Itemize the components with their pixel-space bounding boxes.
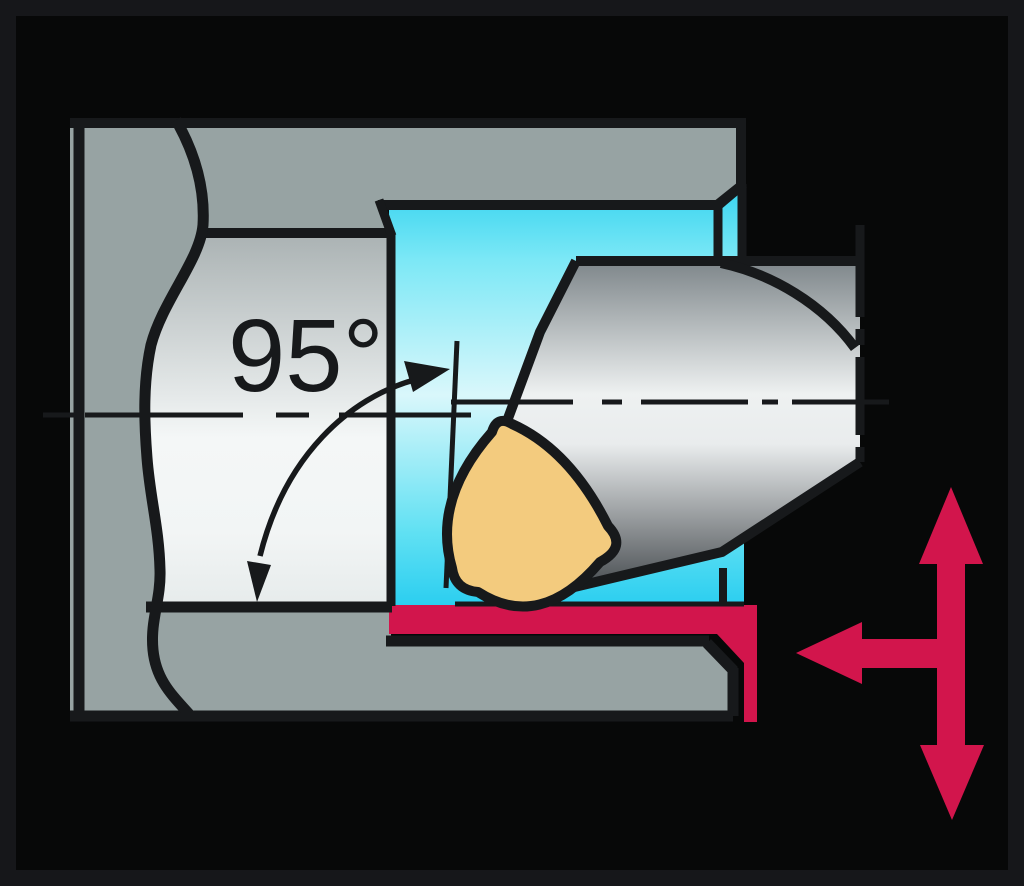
axial-arrow-shaft bbox=[858, 639, 965, 668]
boring-bar-shoulder-arc bbox=[719, 258, 860, 351]
bottom-wall-chamfer bbox=[703, 639, 738, 675]
axial-arrow-left-head bbox=[796, 622, 862, 684]
radial-arrow-down-head bbox=[920, 745, 984, 820]
boring-bar-bottom-edge bbox=[543, 457, 863, 599]
angle-arc-arrowhead-top bbox=[404, 361, 450, 392]
entering-angle-label: 95° bbox=[228, 298, 384, 413]
angle-arc bbox=[257, 377, 415, 557]
feed-direction-arrows bbox=[796, 487, 984, 820]
trigon-insert bbox=[442, 415, 622, 612]
workpiece-outlines bbox=[70, 117, 747, 722]
machined-surface-strip bbox=[389, 605, 757, 722]
entering-angle-arc-icon bbox=[247, 361, 450, 602]
radial-arrow-up-head bbox=[919, 487, 983, 564]
workpiece-bottom-wall bbox=[70, 602, 733, 716]
section-break-wavy-line bbox=[139, 117, 209, 718]
bore-step-chamfer bbox=[374, 198, 397, 238]
angle-arc-arrowhead-bottom bbox=[247, 561, 271, 602]
workpiece-top-wall bbox=[70, 118, 744, 235]
bore-premachined-region bbox=[144, 230, 393, 608]
